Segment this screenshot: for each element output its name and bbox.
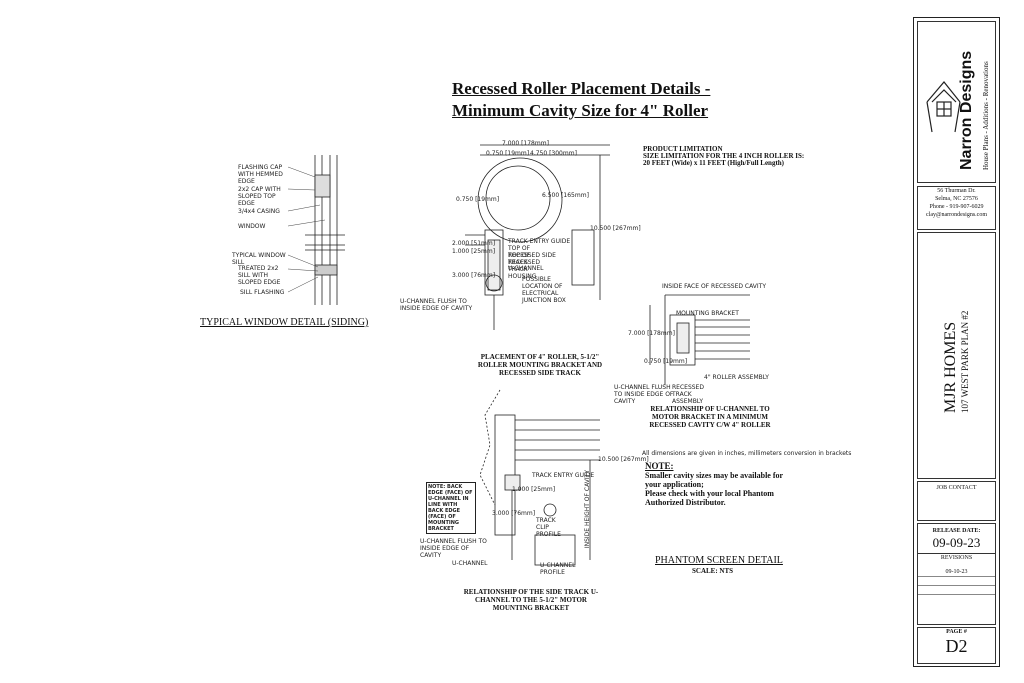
job-contact-label: JOB CONTACT [936,485,977,491]
roller-label-6: U-CHANNEL FLUSH TO INSIDE EDGE OF CAVITY [400,298,473,312]
side-track-dim-1: 1.000 [25mm] [512,486,556,493]
address-line-1: 56 Thurman Dr. [937,188,976,194]
bracket-label-1: INSIDE FACE OF RECESSED CAVITY [662,283,767,290]
product-limitation-line1: SIZE LIMITATION FOR THE 4 INCH ROLLER IS… [643,152,805,160]
roller-label-3: TOP OF RECESSED TRACK HOUSING [508,252,540,280]
bracket-label-3: 4" ROLLER ASSEMBLY [704,374,769,381]
side-track-label-5: U-CHANNEL PROFILE [540,562,576,576]
company-name: Narron Designs [958,50,975,170]
side-track-label-6: INSIDE HEIGHT OF CAVITY [584,470,591,549]
window-label-3: 3/4x4 CASING [238,208,280,215]
project-name: MJR HOMES [942,321,959,413]
release-label: RELEASE DATE: [932,528,981,534]
title-block: Narron Designs House Plans - Additions -… [913,17,1000,667]
window-label-4: WINDOW [238,223,266,230]
note-line-1: Smaller cavity sizes may be available fo… [645,471,784,480]
address-section: 56 Thurman Dr. Selma, NC 27576 Phone - 9… [917,186,996,230]
side-track-caption: RELATIONSHIP OF THE SIDE TRACK U-CHANNEL… [463,588,599,612]
product-limitation: PRODUCT LIMITATION SIZE LIMITATION FOR T… [643,146,804,167]
note-line-4: Authorized Distributor. [645,498,726,507]
phone: Phone - 919-907-6029 [929,204,984,210]
roller-dim-4: 6.500 [165mm] [542,192,589,199]
note-block: NOTE: Smaller cavity sizes may be availa… [645,461,784,508]
side-track-label-1: TRACK ENTRY GUIDE [532,472,595,479]
note-line-2: your application; [645,480,704,489]
roller-dim-2: 0.750 [19mm] [486,150,530,157]
house-logo-icon [926,81,961,133]
side-track-label-4: U-CHANNEL [452,560,488,567]
bracket-label-2: MOUNTING BRACKET [676,310,739,317]
window-label-5: TYPICAL WINDOW SILL [232,252,286,266]
side-track-drawing [479,389,600,566]
side-track-dim-2: 3.000 [76mm] [492,510,536,517]
window-label-6: TREATED 2x2 SILL WITH SLOPED EDGE [238,265,281,286]
roller-dim-6: 1.000 [25mm] [452,248,496,255]
page-number: D2 [945,636,968,656]
bracket-label-5: RECESSED TRACK ASSEMBLY [672,384,704,405]
window-detail-caption: TYPICAL WINDOW DETAIL (SIDING) [200,317,369,328]
address-line-2: Selma, NC 27576 [935,196,978,202]
roller-dim-8: 0.750 [19mm] [456,196,500,203]
bracket-dim-2: 0.750 [19mm] [644,358,688,365]
sheet-title-line2: Minimum Cavity Size for 4" Roller [452,101,709,120]
roller-dim-7: 3.000 [76mm] [452,272,496,279]
window-detail-drawing [287,155,345,305]
window-label-1: FLASHING CAP WITH HEMMED EDGE [238,164,283,185]
roller-label-1: TRACK ENTRY GUIDE [508,238,571,245]
roller-dim-1: 7.000 [178mm] [502,140,549,147]
roller-label-4: U-CHANNEL [508,265,544,272]
plan-name: 107 WEST PARK PLAN #2 [960,310,970,413]
sheet-title-line1: Recessed Roller Placement Details - [452,79,711,98]
roller-placement-drawing [465,144,610,330]
window-label-2: 2x2 CAP WITH SLOPED TOP EDGE [238,186,281,207]
roller-caption: PLACEMENT OF 4" ROLLER, 5-1/2" ROLLER MO… [477,353,603,377]
roller-dim-3: 4.750 [300mm] [530,150,577,157]
revision-1: 09-10-23 [918,568,995,577]
project-section: MJR HOMES 107 WEST PARK PLAN #2 [917,232,996,479]
bracket-caption: RELATIONSHIP OF U-CHANNEL TO MOTOR BRACK… [649,405,771,429]
window-label-7: SILL FLASHING [240,289,285,296]
release-section: RELEASE DATE: 09-09-23 REVISIONS 09-10-2… [917,523,996,625]
revisions-label: REVISIONS [918,553,995,562]
roller-label-5: POSSIBLE LOCATION OF ELECTRICAL JUNCTION… [522,276,566,304]
side-track-label-3: U-CHANNEL FLUSH TO INSIDE EDGE OF CAVITY [420,538,487,559]
side-track-note: NOTE: BACK EDGE (FACE) OF U-CHANNEL IN L… [426,482,476,534]
page-section: PAGE # D2 [917,627,996,664]
roller-dim-9: 10.500 [267mm] [590,225,641,232]
bracket-dim-1: 7.000 [178mm] [628,330,675,337]
company-tagline: House Plans - Additions - Renovations [982,61,990,170]
note-heading: NOTE: [645,461,674,471]
logo-section: Narron Designs House Plans - Additions -… [917,21,996,183]
email: clay@narrondesigns.com [925,212,987,218]
job-contact-section: JOB CONTACT [917,481,996,521]
phantom-title: PHANTOM SCREEN DETAIL [655,555,783,566]
product-limitation-line2: 20 FEET (Wide) x 11 FEET (High/Full Leng… [643,159,784,167]
roller-label-2: TOP OF RECESSED SIDE TRACK [508,245,556,266]
product-limitation-heading: PRODUCT LIMITATION [643,145,723,153]
dimension-note: All dimensions are given in inches, mill… [642,450,852,457]
page-label: PAGE # [946,629,967,635]
sheet-title: Recessed Roller Placement Details - Mini… [452,78,710,122]
side-track-dim-3: 10.500 [267mm] [598,456,649,463]
phantom-scale: SCALE: NTS [692,567,734,575]
roller-dim-5: 2.000 [51mm] [452,240,496,247]
bracket-detail-drawing [649,294,750,385]
side-track-label-2: TRACK CLIP PROFILE [536,517,561,538]
bracket-label-4: U-CHANNEL FLUSH TO INSIDE EDGE OF CAVITY [614,384,674,405]
note-line-3: Please check with your local Phantom [645,489,774,498]
release-date: 09-09-23 [932,535,981,550]
